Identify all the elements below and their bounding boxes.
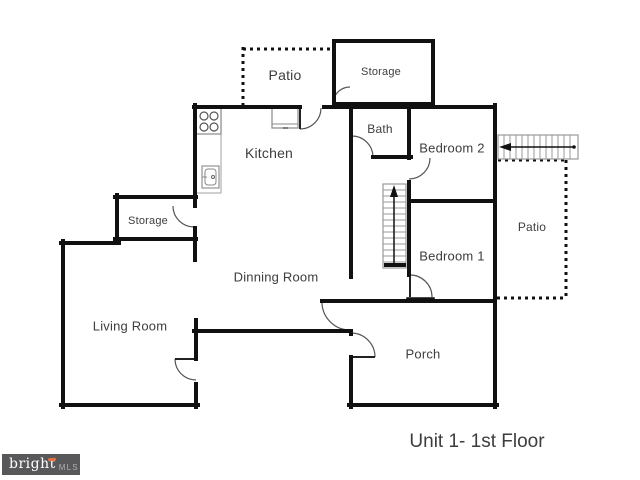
kitchen-counter bbox=[195, 107, 222, 194]
stairs-up-arrow-icon bbox=[390, 185, 398, 197]
hall-door-arc bbox=[321, 301, 351, 331]
fridge-icon bbox=[271, 107, 299, 129]
interior-stairs bbox=[382, 183, 407, 269]
storage-left-door-arc bbox=[172, 205, 195, 228]
bedroom2-door-arc bbox=[408, 157, 431, 180]
kitchen-sink-icon bbox=[201, 165, 220, 189]
storage-left-label: Storage bbox=[128, 215, 168, 227]
exterior-stairs bbox=[497, 134, 579, 160]
kitchen-back-door-arc bbox=[299, 107, 322, 130]
patio-top-label: Patio bbox=[268, 67, 302, 83]
patio-top-dotted-border bbox=[241, 47, 334, 105]
bath-door-arc bbox=[351, 135, 374, 158]
walls bbox=[59, 39, 499, 409]
bright-mls-logo: bright MLS bbox=[2, 454, 80, 475]
stairs-left-arrow-icon bbox=[499, 143, 511, 151]
bedroom-1-label: Bedroom 1 bbox=[419, 248, 485, 264]
porch-side-door-arc bbox=[350, 332, 376, 358]
logo-suffix-text: MLS bbox=[58, 462, 79, 472]
storage-top-label: Storage bbox=[361, 66, 401, 78]
floor-title: Unit 1- 1st Floor bbox=[409, 431, 545, 452]
living-back-door-arc bbox=[174, 358, 197, 381]
stove-4-burner-icon bbox=[195, 107, 222, 135]
patio-right-label: Patio bbox=[517, 220, 547, 234]
porch-label: Porch bbox=[405, 346, 441, 362]
storage-top-room bbox=[332, 39, 435, 106]
bath-label: Bath bbox=[367, 122, 393, 136]
logo-brand-text: bright bbox=[9, 455, 56, 472]
bedroom-2-label: Bedroom 2 bbox=[419, 140, 485, 156]
living-room-label: Living Room bbox=[92, 318, 168, 334]
dinning-room-label: Dinning Room bbox=[233, 269, 319, 285]
bedroom1-door-arc bbox=[409, 274, 433, 298]
patio-right-dotted-border bbox=[497, 158, 568, 300]
kitchen-label: Kitchen bbox=[244, 145, 294, 161]
